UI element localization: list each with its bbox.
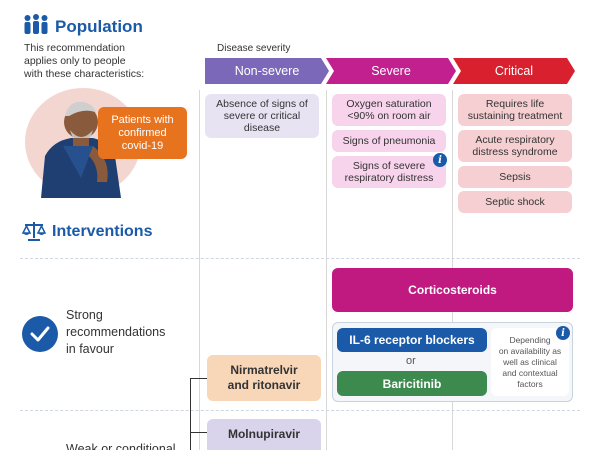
characteristic-septic-shock: Septic shock <box>458 191 572 213</box>
availability-note: Depending on availability as well as cli… <box>491 328 569 396</box>
info-icon[interactable]: i <box>556 326 570 340</box>
column-severe: Severe <box>326 58 456 84</box>
strong-recommendations-label: Strong recommendations in favour <box>66 308 166 356</box>
interventions-title: Interventions <box>52 223 153 240</box>
patient-badge: Patients with confirmed covid-19 <box>98 107 187 159</box>
balance-scale-icon <box>21 220 47 242</box>
bracket-line <box>190 378 191 450</box>
people-icon <box>23 14 49 36</box>
bracket-line <box>190 432 207 433</box>
weak-recommendations-label: Weak or conditional <box>66 442 176 450</box>
baricitinib-recommendation[interactable]: Baricitinib <box>337 371 487 396</box>
column-critical: Critical <box>453 58 575 84</box>
corticosteroids-recommendation[interactable]: Corticosteroids <box>332 268 573 312</box>
characteristic-oxygen-saturation: Oxygen saturation <90% on room air <box>332 94 446 126</box>
bracket-line <box>190 378 207 379</box>
characteristic-ards: Acute respiratory distress syndrome <box>458 130 572 162</box>
characteristic-non-severe: Absence of signs of severe or critical d… <box>205 94 319 138</box>
characteristic-sepsis: Sepsis <box>458 166 572 188</box>
il6-receptor-blockers-recommendation[interactable]: IL-6 receptor blockers <box>337 328 487 352</box>
column-divider <box>199 90 200 450</box>
row-divider <box>20 258 580 259</box>
checkmark-icon <box>22 316 58 352</box>
population-title: Population <box>55 17 143 36</box>
row-divider <box>20 410 580 411</box>
characteristic-respiratory-distress: Signs of severe respiratory distress <box>332 156 446 188</box>
population-description: This recommendation applies only to peop… <box>24 42 145 80</box>
characteristic-life-support: Requires life sustaining treatment <box>458 94 572 126</box>
column-divider <box>326 90 327 450</box>
nirmatrelvir-recommendation[interactable]: Nirmatrelvir and ritonavir <box>207 355 321 401</box>
disease-severity-label: Disease severity <box>217 43 291 54</box>
info-icon[interactable]: i <box>433 153 447 167</box>
column-non-severe: Non-severe <box>205 58 329 84</box>
molnupiravir-recommendation[interactable]: Molnupiravir <box>207 419 321 450</box>
characteristic-pneumonia: Signs of pneumonia <box>332 130 446 152</box>
or-label: or <box>406 355 416 367</box>
